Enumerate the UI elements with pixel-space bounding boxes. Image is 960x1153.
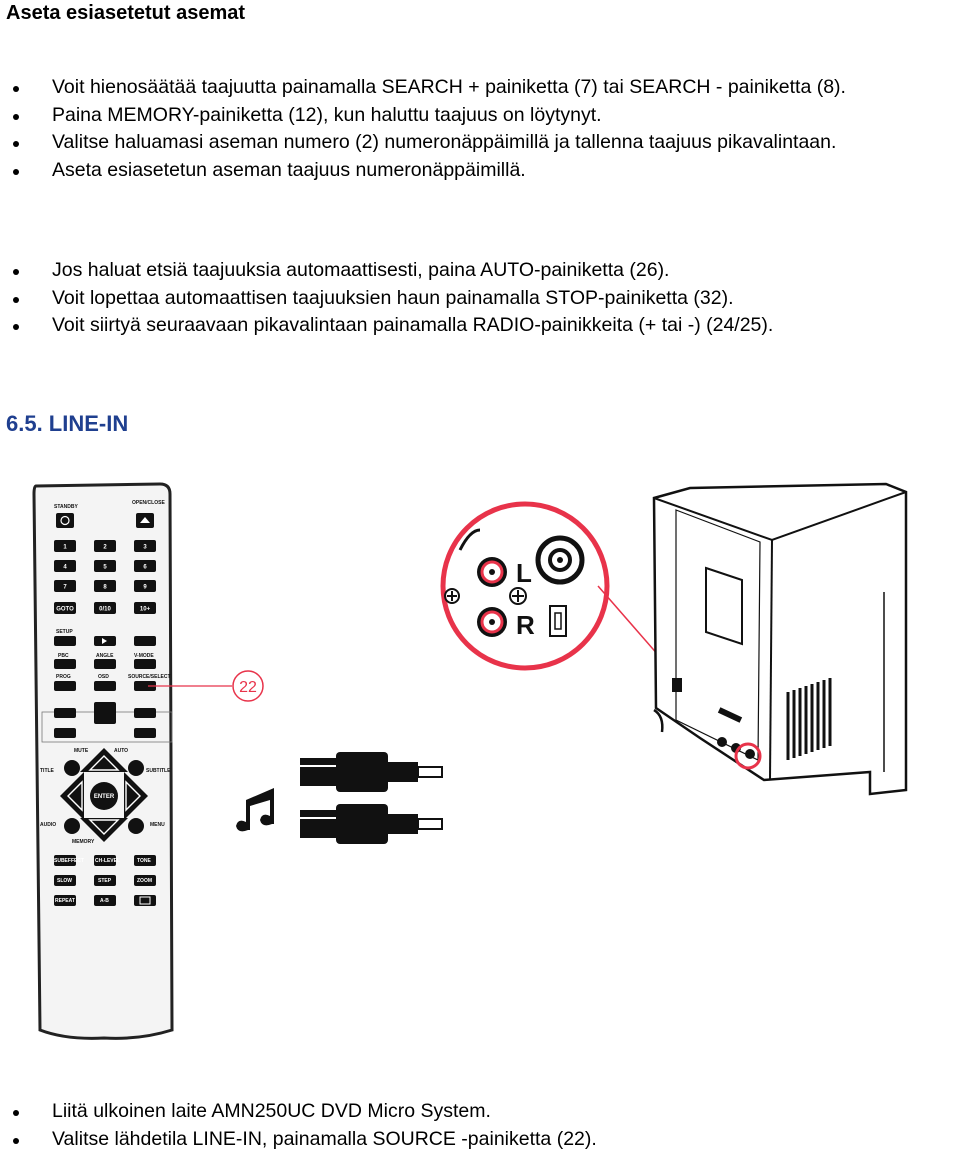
list-item: Aseta esiasetetun aseman taajuus numeron… — [0, 157, 846, 185]
enter-label: ENTER — [94, 794, 115, 800]
zoom-label: ZOOM — [137, 878, 152, 884]
list-item: Paina MEMORY-painiketta (12), kun halutt… — [0, 102, 846, 130]
auto-search-instructions-list: Jos haluat etsiä taajuuksia automaattise… — [0, 257, 773, 340]
subtitle-label: SUBTITLE — [146, 768, 171, 774]
dvd-micro-system-unit — [654, 484, 906, 794]
standby-label: STANDBY — [54, 504, 78, 510]
number-key-label: 10+ — [140, 607, 151, 613]
step-label: STEP — [98, 878, 112, 884]
list-item: Voit lopettaa automaattisen taajuuksien … — [0, 285, 773, 313]
number-key-label: 0/10 — [99, 607, 111, 613]
jack-left-label: L — [516, 558, 532, 588]
list-item: Jos haluat etsiä taajuuksia automaattise… — [0, 257, 773, 285]
v-mode-label: V-MODE — [134, 653, 154, 659]
tuning-instructions-list: Voit hienosäätää taajuutta painamalla SE… — [0, 74, 846, 184]
pbc-label: PBC — [58, 653, 69, 659]
osd-label: OSD — [98, 674, 109, 680]
menu-label: MENU — [150, 822, 165, 828]
prog-label: PROG — [56, 674, 71, 680]
rca-cable — [300, 752, 442, 844]
list-item: Valitse haluamasi aseman numero (2) nume… — [0, 129, 846, 157]
ch-level-label: CH-LEVEL — [95, 858, 120, 864]
angle-label: ANGLE — [96, 653, 114, 659]
title-label: TITLE — [40, 768, 55, 774]
line-in-instructions-list: Liitä ulkoinen laite AMN250UC DVD Micro … — [0, 1098, 597, 1153]
number-key-label: GOTO — [56, 607, 74, 613]
music-note-icon — [236, 788, 274, 831]
subeffect-label: SUBEFFECT — [54, 858, 84, 864]
jack-right-label: R — [516, 610, 535, 640]
list-item: Voit siirtyä seuraavaan pikavalintaan pa… — [0, 312, 773, 340]
a-b-label: A-B — [100, 898, 109, 904]
setup-label: SETUP — [56, 629, 73, 635]
list-item: Liitä ulkoinen laite AMN250UC DVD Micro … — [0, 1098, 597, 1126]
list-item: Valitse lähdetila LINE-IN, painamalla SO… — [0, 1126, 597, 1153]
memory-label: MEMORY — [72, 839, 95, 845]
callout-number: 22 — [239, 679, 257, 696]
auto-label: AUTO — [114, 748, 128, 754]
repeat-label: REPEAT — [55, 898, 75, 904]
source-select-label: SOURCE/SELECT — [128, 674, 171, 680]
section-heading: Aseta esiasetetut asemat — [6, 0, 245, 26]
tone-label: TONE — [137, 858, 151, 864]
list-item: Voit hienosäätää taajuutta painamalla SE… — [0, 74, 846, 102]
section-title-line-in: 6.5. LINE-IN — [6, 410, 128, 438]
open-close-label: OPEN/CLOSE — [132, 500, 165, 506]
mute-label: MUTE — [74, 748, 89, 754]
audio-label: AUDIO — [40, 822, 56, 828]
standby-button — [56, 513, 74, 528]
slow-label: SLOW — [57, 878, 72, 884]
